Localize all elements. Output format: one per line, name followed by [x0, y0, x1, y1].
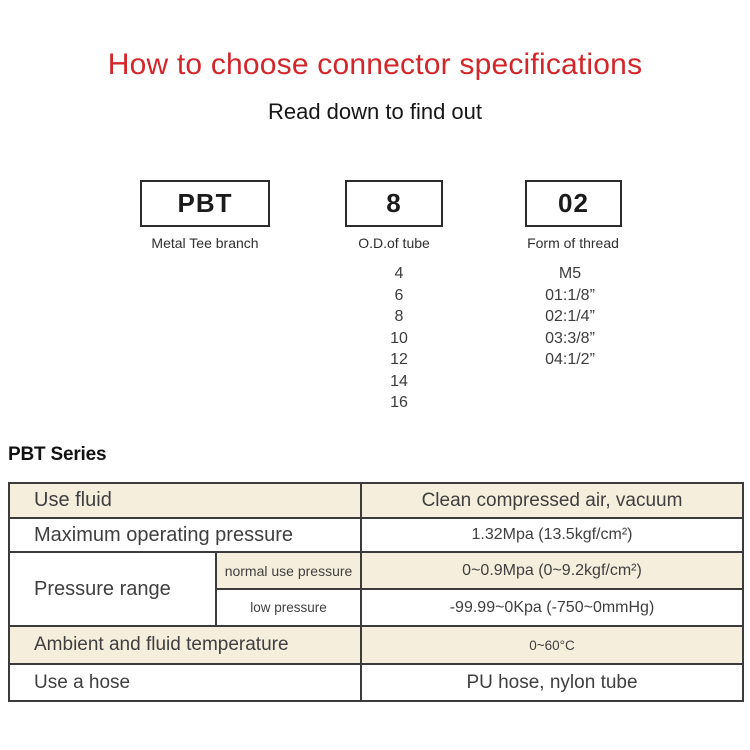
- spec-label-hose: Use a hose: [8, 663, 362, 702]
- code-box-thread-text: 02: [558, 188, 589, 218]
- thread-option: 02:1/4”: [545, 308, 595, 325]
- spec-label-max-pressure: Maximum operating pressure: [8, 517, 362, 553]
- thread-option: 03:3/8”: [545, 329, 595, 347]
- spec-label-pressure-range: Pressure range: [8, 551, 217, 627]
- tube-od-option-list: 4 6 8 10 12 14 16: [299, 263, 499, 414]
- code-box-series: PBT: [140, 180, 270, 227]
- caption-tube-od: O.D.of tube: [358, 235, 430, 251]
- thread-option: 01:1/8”: [545, 286, 595, 304]
- spec-value-hose: PU hose, nylon tube: [360, 663, 744, 702]
- code-box-tube-od: 8: [345, 180, 443, 227]
- tube-od-option: 10: [390, 329, 408, 347]
- tube-od-option: 12: [390, 351, 408, 368]
- spec-value-max-pressure: 1.32Mpa (13.5kgf/cm²): [360, 517, 744, 553]
- spec-label-fluid: Use fluid: [8, 482, 362, 519]
- spec-row-fluid: Use fluid Clean compressed air, vacuum: [8, 482, 744, 519]
- spec-row-max-pressure: Maximum operating pressure 1.32Mpa (13.5…: [8, 517, 744, 553]
- spec-value-fluid: Clean compressed air, vacuum: [360, 482, 744, 519]
- code-box-series-text: PBT: [177, 188, 233, 218]
- spec-sublabel-low-pressure: low pressure: [215, 588, 362, 627]
- code-box-tube-od-text: 8: [386, 188, 402, 218]
- code-box-thread: 02: [525, 180, 622, 227]
- spec-row-pressure-low: low pressure -99.99~0Kpa (-750~0mmHg): [9, 588, 744, 627]
- tube-od-option: 16: [390, 394, 408, 411]
- thread-option-list: M5 01:1/8” 02:1/4” 03:3/8” 04:1/2”: [470, 263, 670, 371]
- spec-sublabel-normal-pressure: normal use pressure: [215, 551, 362, 590]
- page-title: How to choose connector specifications: [107, 48, 643, 81]
- thread-option: M5: [558, 265, 582, 282]
- spec-row-hose: Use a hose PU hose, nylon tube: [8, 663, 744, 702]
- tube-od-option: 4: [394, 265, 404, 282]
- spec-table: Use fluid Clean compressed air, vacuum M…: [8, 482, 744, 702]
- tube-od-option: 8: [394, 308, 404, 325]
- spec-value-low-pressure: -99.99~0Kpa (-750~0mmHg): [360, 588, 744, 627]
- caption-series: Metal Tee branch: [151, 235, 259, 251]
- spec-value-temperature: 0~60°C: [360, 625, 744, 665]
- spec-value-normal-pressure: 0~0.9Mpa (0~9.2kgf/cm²): [360, 551, 744, 590]
- spec-row-pressure-normal: Pressure range normal use pressure 0~0.9…: [8, 551, 744, 627]
- spec-row-temperature: Ambient and fluid temperature 0~60°C: [8, 625, 744, 665]
- page-subtitle: Read down to find out: [267, 99, 483, 124]
- tube-od-option: 6: [394, 286, 404, 304]
- caption-thread: Form of thread: [527, 235, 619, 251]
- spec-label-temperature: Ambient and fluid temperature: [8, 625, 362, 665]
- thread-option: 04:1/2”: [545, 351, 595, 368]
- series-heading: PBT Series: [8, 444, 107, 465]
- tube-od-option: 14: [390, 372, 408, 390]
